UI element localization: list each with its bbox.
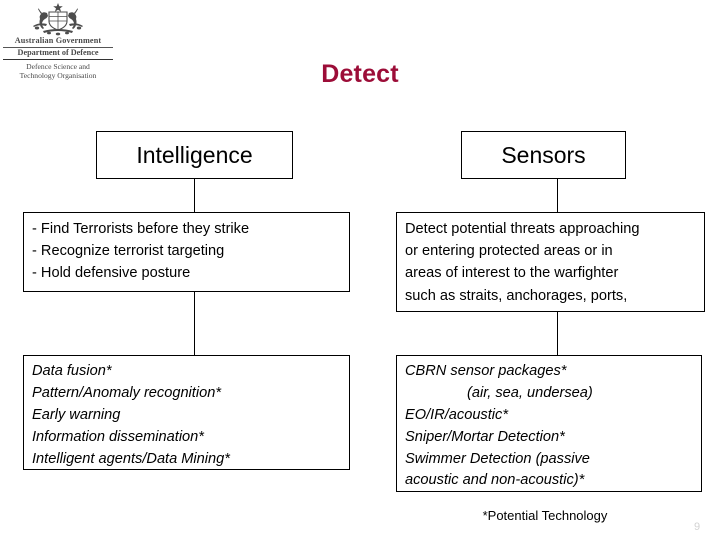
header-box-intelligence[interactable]: Intelligence [96,131,293,179]
capability-box-intelligence[interactable]: - Find Terrorists before they strike - R… [23,212,350,292]
capability-line: - Recognize terrorist targeting [32,243,225,260]
technology-line: Swimmer Detection (passive [405,450,590,467]
slide-title: Detect [321,60,399,88]
technology-line: Pattern/Anomaly recognition* [32,384,222,401]
connector-intelligence-top [194,179,195,212]
connector-sensors-top [557,179,558,212]
capability-line: - Hold defensive posture [32,265,191,282]
technology-line: Early warning [32,406,121,423]
capability-line: areas of interest to the warfighter [405,265,619,282]
technology-line: Sniper/Mortar Detection* [405,428,565,445]
technology-line: CBRN sensor packages* [405,363,567,379]
capability-line: or entering protected areas or in [405,243,613,260]
capability-line: Detect potential threats approaching [405,221,640,237]
technology-line: EO/IR/acoustic* [405,406,509,423]
technology-line: (air, sea, undersea) [467,384,593,401]
capability-box-sensors[interactable]: Detect potential threats approaching or … [396,212,705,312]
connector-intelligence-bottom [194,292,195,355]
page-number: 9 [694,521,701,533]
technology-box-sensors[interactable]: CBRN sensor packages* (air, sea, underse… [396,355,702,492]
technology-line: Information dissemination* [32,428,204,445]
capability-line: - Find Terrorists before they strike [32,221,250,237]
header-label-sensors: Sensors [501,141,586,168]
logo-organisation-line-1: Defence Science and [26,61,90,71]
header-label-intelligence: Intelligence [136,141,253,168]
logo-organisation-text: Defence Science and Technology Organisat… [3,60,113,80]
coat-of-arms-icon [33,3,83,36]
header-box-sensors[interactable]: Sensors [461,131,626,179]
connector-sensors-bottom [557,312,558,355]
technology-box-intelligence[interactable]: Data fusion* Pattern/Anomaly recognition… [23,355,350,470]
technology-line: Intelligent agents/Data Mining* [32,450,230,467]
logo-department-text: Department of Defence [3,48,113,61]
capability-line: such as straits, anchorages, ports, [405,287,628,304]
footnote-potential-technology: *Potential Technology [482,508,608,523]
logo-organisation-line-2: Technology Organisation [19,71,97,81]
technology-line: Data fusion* [32,363,112,379]
technology-line: acoustic and non-acoustic)* [405,472,585,489]
logo-government-text: Australian Government [3,36,113,48]
australian-government-logo: Australian Government Department of Defe… [3,2,113,80]
